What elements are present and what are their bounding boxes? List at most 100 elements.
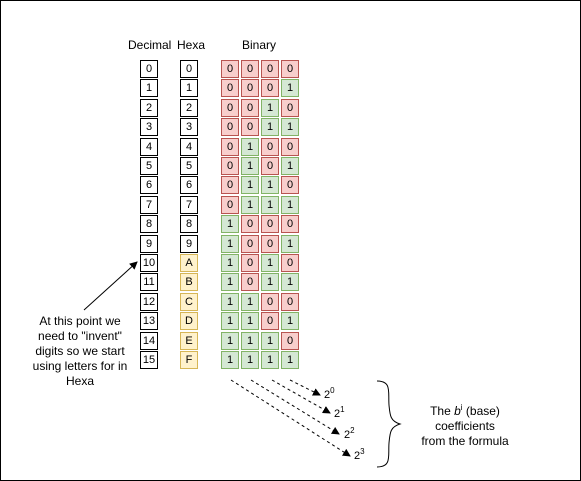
binary-bit-cell: 0 bbox=[261, 234, 279, 253]
binary-bit-cell: 0 bbox=[221, 79, 239, 98]
binary-bit-cell: 1 bbox=[221, 254, 239, 272]
binary-bit-cell: 1 bbox=[281, 79, 299, 98]
decimal-cell: 4 bbox=[140, 137, 158, 156]
hexa-cell: A bbox=[180, 254, 198, 272]
decimal-cell: 13 bbox=[140, 312, 158, 331]
binary-bit-cell: 0 bbox=[241, 118, 259, 137]
binary-bit-cell: 0 bbox=[241, 98, 259, 117]
binary-bit-cell: 0 bbox=[221, 157, 239, 175]
binary-bit-cell: 1 bbox=[221, 215, 239, 234]
binary-bit-cell: 0 bbox=[281, 254, 299, 272]
binary-bit-cell: 1 bbox=[261, 98, 279, 117]
decimal-cell: 1 bbox=[140, 79, 158, 98]
binary-bit-cell: 1 bbox=[241, 137, 259, 156]
hexa-cell: 5 bbox=[180, 157, 198, 175]
binary-bit-cell: 1 bbox=[261, 351, 279, 369]
binary-header: Binary bbox=[242, 38, 277, 52]
formula-note: The bi (base) coefficients from the form… bbox=[405, 404, 525, 449]
power-label-2: 22 bbox=[344, 426, 355, 442]
hexa-cell: F bbox=[180, 351, 198, 369]
binary-bit-cell: 0 bbox=[221, 118, 239, 137]
formula-note-line1: The bi (base) bbox=[430, 403, 500, 419]
power-label-1: 21 bbox=[334, 405, 345, 421]
hexa-cell: E bbox=[180, 331, 198, 350]
binary-bit-cell: 0 bbox=[261, 157, 279, 175]
binary-bit-cell: 1 bbox=[281, 195, 299, 214]
decimal-cell: 14 bbox=[140, 331, 158, 350]
binary-bit-cell: 1 bbox=[241, 195, 259, 214]
binary-bit-cell: 1 bbox=[281, 312, 299, 331]
binary-bit-cell: 0 bbox=[281, 331, 299, 350]
decimal-cell: 3 bbox=[140, 118, 158, 137]
annotation-line: need to "invent" bbox=[38, 329, 122, 343]
binary-bit-cell: 1 bbox=[261, 273, 279, 292]
binary-bit-cell: 1 bbox=[221, 331, 239, 350]
binary-bit-cell: 0 bbox=[261, 79, 279, 98]
binary-bit-cell: 0 bbox=[241, 254, 259, 272]
binary-bit-cell: 1 bbox=[241, 176, 259, 195]
hexa-cell: 0 bbox=[180, 60, 198, 78]
binary-bit-cell: 0 bbox=[281, 215, 299, 234]
decimal-cell: 9 bbox=[140, 234, 158, 253]
binary-bit-cell: 1 bbox=[241, 351, 259, 369]
formula-note-line2: coefficients bbox=[435, 419, 495, 433]
binary-bit-cell: 1 bbox=[241, 292, 259, 311]
binary-bit-cell: 1 bbox=[241, 157, 259, 175]
decimal-cell: 5 bbox=[140, 157, 158, 175]
power-label-0: 20 bbox=[324, 386, 335, 402]
binary-bit-cell: 0 bbox=[241, 273, 259, 292]
binary-bit-cell: 1 bbox=[241, 331, 259, 350]
binary-bit-cell: 0 bbox=[281, 98, 299, 117]
binary-bit-cell: 0 bbox=[221, 195, 239, 214]
binary-bit-cell: 0 bbox=[261, 60, 279, 78]
hexa-header: Hexa bbox=[177, 38, 206, 52]
binary-bit-cell: 1 bbox=[261, 118, 279, 137]
binary-bit-cell: 1 bbox=[281, 118, 299, 137]
binary-bit-cell: 0 bbox=[241, 79, 259, 98]
binary-bit-cell: 0 bbox=[221, 98, 239, 117]
binary-bit-cell: 0 bbox=[261, 215, 279, 234]
annotation-line: At this point we bbox=[39, 314, 121, 328]
power-label-3: 23 bbox=[354, 447, 365, 463]
annotation-line: using letters for in bbox=[32, 359, 128, 373]
binary-bit-cell: 1 bbox=[261, 331, 279, 350]
decimal-cell: 15 bbox=[140, 351, 158, 369]
decimal-cell: 0 bbox=[140, 60, 158, 78]
hexa-cell: 1 bbox=[180, 79, 198, 98]
binary-bit-cell: 1 bbox=[281, 157, 299, 175]
binary-bit-cell: 0 bbox=[281, 60, 299, 78]
binary-bit-cell: 1 bbox=[221, 312, 239, 331]
binary-bit-cell: 0 bbox=[221, 60, 239, 78]
binary-bit-cell: 1 bbox=[281, 351, 299, 369]
hexa-cell: B bbox=[180, 273, 198, 292]
hexa-cell: C bbox=[180, 292, 198, 311]
binary-bit-cell: 1 bbox=[261, 195, 279, 214]
decimal-cell: 11 bbox=[140, 273, 158, 292]
annotation-text: At this point we need to "invent" digits… bbox=[20, 314, 140, 389]
binary-bit-cell: 0 bbox=[261, 292, 279, 311]
annotation-line: Hexa bbox=[65, 374, 94, 388]
annotation-line: digits so we start bbox=[35, 344, 125, 358]
hexa-cell: 7 bbox=[180, 195, 198, 214]
decimal-cell: 7 bbox=[140, 195, 158, 214]
binary-bit-cell: 1 bbox=[221, 273, 239, 292]
decimal-header: Decimal bbox=[128, 38, 172, 52]
binary-bit-cell: 0 bbox=[261, 312, 279, 331]
hexa-cell: 2 bbox=[180, 98, 198, 117]
binary-bit-cell: 1 bbox=[261, 254, 279, 272]
binary-bit-cell: 1 bbox=[281, 273, 299, 292]
binary-bit-cell: 1 bbox=[221, 351, 239, 369]
decimal-cell: 6 bbox=[140, 176, 158, 195]
binary-bit-cell: 0 bbox=[221, 176, 239, 195]
binary-bit-cell: 1 bbox=[281, 234, 299, 253]
binary-bit-cell: 0 bbox=[261, 137, 279, 156]
decimal-cell: 12 bbox=[140, 292, 158, 311]
binary-bit-cell: 0 bbox=[281, 137, 299, 156]
binary-bit-cell: 0 bbox=[241, 60, 259, 78]
decimal-cell: 2 bbox=[140, 98, 158, 117]
binary-bit-cell: 0 bbox=[241, 234, 259, 253]
binary-bit-cell: 1 bbox=[221, 234, 239, 253]
binary-bit-cell: 0 bbox=[221, 137, 239, 156]
hexa-cell: 4 bbox=[180, 137, 198, 156]
hexa-cell: 9 bbox=[180, 234, 198, 253]
